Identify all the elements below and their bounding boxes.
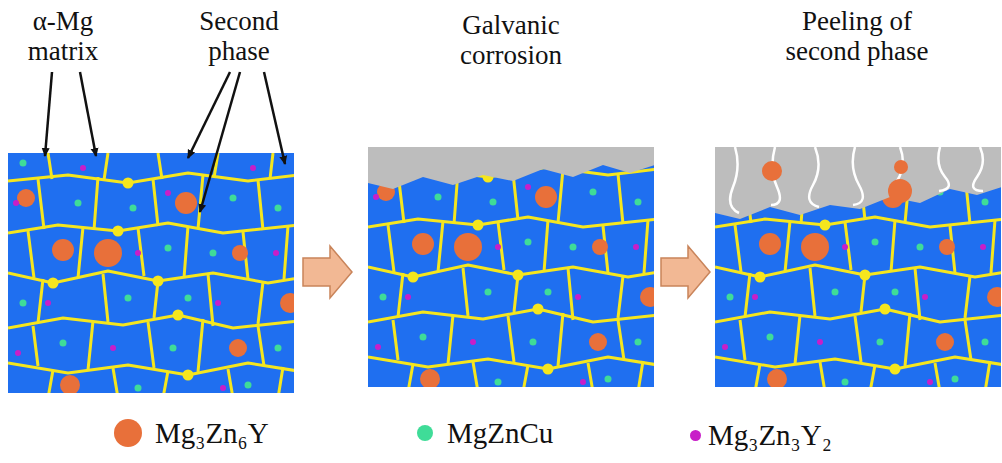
legend-label: Mg₃Zn₆Y bbox=[155, 416, 269, 450]
annotation-label: Second phase bbox=[176, 6, 302, 66]
legend-swatch bbox=[114, 419, 142, 447]
legend-label: Mg₃Zn₃Y₂ bbox=[708, 418, 832, 452]
annotation-label: α-Mg matrix bbox=[4, 6, 122, 66]
annotation-label: Galvanic corrosion bbox=[424, 10, 598, 70]
legend-swatch bbox=[417, 425, 433, 441]
annotation-label: Peeling of second phase bbox=[768, 6, 946, 66]
legend-swatch bbox=[690, 430, 701, 441]
legend-label: MgZnCu bbox=[447, 416, 553, 450]
